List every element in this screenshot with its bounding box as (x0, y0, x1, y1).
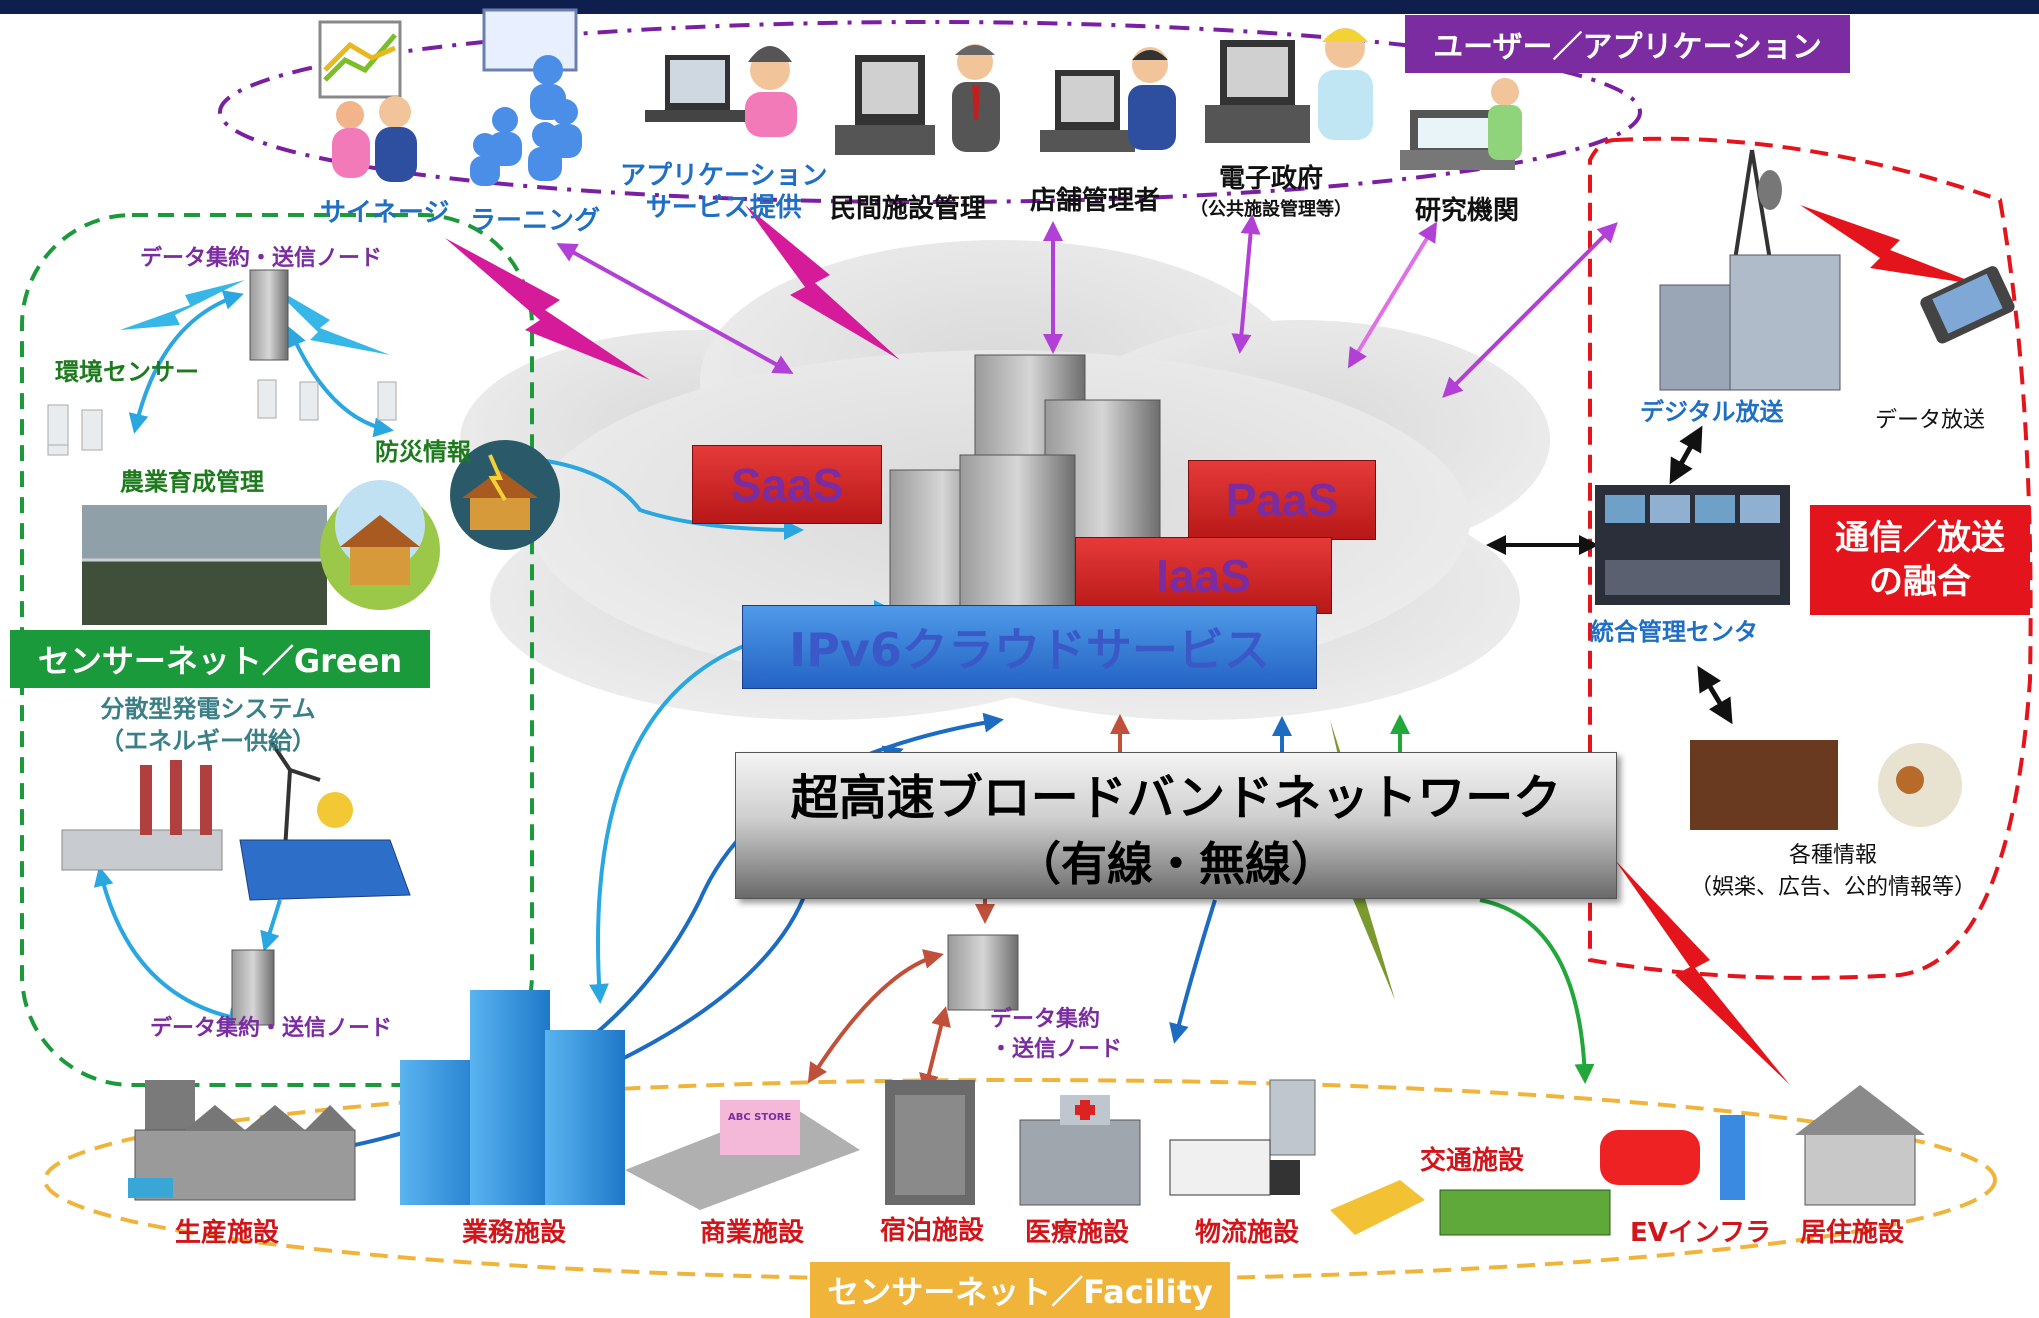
lightning-signage (445, 238, 650, 380)
lightning-broadcast (1800, 205, 1980, 285)
greenhouse-photo (82, 505, 327, 625)
node-server-bottom-icon (231, 949, 275, 1026)
info-label-line1: 各種情報 (1789, 843, 1878, 868)
store-sign-label: ABC STORE (728, 1112, 792, 1123)
commercial-label: 商業施設 (700, 1218, 805, 1248)
power-plant-icon (61, 760, 223, 871)
signage-icon (318, 20, 417, 182)
lightning-residential (1615, 860, 1790, 1085)
env-sensor-label: 環境センサー (55, 358, 199, 386)
private-facility-icon (835, 44, 1000, 155)
learning-label: ラーニング (470, 206, 601, 236)
signage-label: サイネージ (320, 198, 450, 228)
transport-label: 交通施設 (1420, 1146, 1525, 1176)
private-facility-label: 民間施設管理 (830, 194, 987, 224)
distributed-power-line2: （エネルギー供給） (100, 727, 316, 755)
mobile-phone-icon (1920, 266, 2015, 344)
broadcast-tower-icon (1733, 149, 1782, 261)
residential-facility-icon (1795, 1085, 1925, 1206)
distributed-power-label: 分散型発電システム （エネルギー供給） (100, 693, 316, 757)
node-server-top-icon (249, 269, 289, 361)
lightning-green-2 (270, 285, 390, 355)
production-facility-icon (128, 1080, 356, 1201)
store-manager-icon (1040, 47, 1176, 152)
control-center-label: 統合管理センタ (1590, 618, 1758, 646)
user-group-boundary (218, 20, 1642, 204)
app-service-label: アプリケーション サービス提供 (620, 160, 827, 224)
learning-icon (470, 8, 582, 186)
iaas-box: IaaS (1075, 537, 1332, 614)
distributed-power-line1: 分散型発電システム (100, 695, 316, 723)
facility-node-server-icon (947, 934, 1019, 1011)
egov-label-title: 電子政府 (1218, 164, 1323, 194)
facility-node-label: データ集約 ・送信ノード (990, 1005, 1122, 1065)
info-photo-icon (1690, 740, 1962, 830)
lodging-facility-icon (885, 1080, 975, 1205)
residential-label: 居住施設 (1800, 1218, 1905, 1248)
info-label-line2: （娯楽、広告、公的情報等） (1690, 875, 1977, 900)
broadcast-building-icon (1659, 254, 1841, 391)
commercial-facility-icon (625, 1100, 860, 1210)
node-bottom-label: データ集約・送信ノード (150, 1016, 393, 1041)
app-service-label-line1: アプリケーション (620, 161, 828, 191)
sensor-facility-banner: センサーネット／Facility (810, 1262, 1230, 1318)
store-manager-label: 店舗管理者 (1030, 186, 1161, 216)
egov-icon (1205, 28, 1373, 143)
medical-label: 医療施設 (1025, 1218, 1130, 1248)
user-app-banner: ユーザー／アプリケーション (1405, 15, 1850, 73)
node-top-label: データ集約・送信ノード (140, 246, 383, 271)
app-service-icon (645, 46, 797, 137)
research-label: 研究機関 (1415, 196, 1520, 226)
wind-solar-icon (239, 738, 411, 901)
agri-label: 農業育成管理 (120, 468, 264, 496)
broadcast-group-boundary (1588, 136, 2033, 980)
research-icon (1400, 78, 1522, 170)
production-label: 生産施設 (175, 1218, 280, 1248)
telecom-broadcast-banner: 通信／放送 の融合 (1810, 505, 2030, 615)
disaster-label: 防災情報 (375, 438, 471, 466)
info-label: 各種情報 （娯楽、広告、公的情報等） (1690, 840, 1976, 904)
ev-infra-icon (1600, 1115, 1745, 1200)
egov-label-note: （公共施設管理等） (1190, 199, 1352, 220)
lodging-label: 宿泊施設 (880, 1216, 985, 1246)
sensor-green-banner: センサーネット／Green (10, 630, 430, 688)
broadband-network-box: 超高速ブロードバンドネットワーク （有線・無線） (735, 752, 1617, 899)
data-broadcast-label: データ放送 (1875, 408, 1986, 433)
saas-box: SaaS (692, 445, 882, 524)
lightning-green-1 (120, 280, 245, 330)
digital-broadcast-label: デジタル放送 (1640, 398, 1784, 426)
transport-facility-icon (1330, 1180, 1611, 1236)
facility-node-line2: ・送信ノード (990, 1037, 1123, 1062)
green-group-boundary (20, 213, 534, 1087)
logistics-facility-icon (1169, 1079, 1316, 1196)
business-facility-icon (400, 990, 625, 1205)
medical-facility-icon (1019, 1095, 1141, 1206)
disaster-house-icon (320, 440, 560, 610)
environment-sensors-icon (47, 379, 397, 456)
broadband-title: 超高速ブロードバンドネットワーク (790, 769, 1562, 826)
control-center-icon (1595, 485, 1790, 605)
logistics-label: 物流施設 (1195, 1218, 1300, 1248)
egov-label: 電子政府 （公共施設管理等） (1190, 158, 1352, 221)
facility-node-line1: データ集約 (990, 1007, 1101, 1032)
app-service-label-line2: サービス提供 (645, 193, 802, 223)
broadband-subtitle: （有線・無線） (1015, 836, 1337, 891)
ev-infra-label: EVインフラ (1630, 1218, 1772, 1248)
ipv6-cloud-service-box: IPv6クラウドサービス (742, 605, 1317, 689)
business-label: 業務施設 (462, 1218, 567, 1248)
paas-box: PaaS (1188, 460, 1376, 540)
